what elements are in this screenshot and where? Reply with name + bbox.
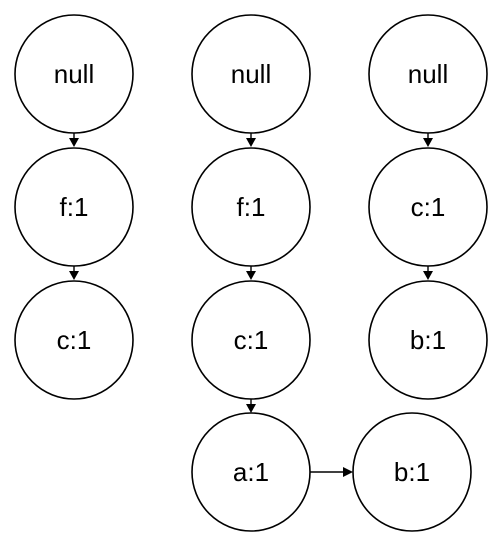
node-col1-row3: c:1 <box>14 280 134 400</box>
nodes: null f:1 c:1 null f:1 c:1 <box>14 14 488 532</box>
node-label: null <box>231 59 271 89</box>
node-col3-row2: c:1 <box>368 147 488 267</box>
node-col2-row3: c:1 <box>191 280 311 400</box>
node-label: b:1 <box>410 325 446 355</box>
node-col1-row1: null <box>14 14 134 134</box>
node-label: b:1 <box>394 457 430 487</box>
node-label: c:1 <box>234 325 269 355</box>
edge-col3-null-to-c <box>423 133 433 147</box>
node-label: c:1 <box>57 325 92 355</box>
node-label: null <box>408 59 448 89</box>
node-label: c:1 <box>411 192 446 222</box>
node-label: f:1 <box>237 192 266 222</box>
node-col2-row1: null <box>191 14 311 134</box>
edges <box>69 133 433 477</box>
edge-col3-c-to-b <box>423 266 433 280</box>
node-col2-row2: f:1 <box>191 147 311 267</box>
edge-col2-null-to-f <box>246 133 256 147</box>
node-label: null <box>54 59 94 89</box>
node-col2-row4: a:1 <box>191 412 311 532</box>
edge-col1-null-to-f <box>69 133 79 147</box>
edge-col2-c-to-a <box>246 399 256 413</box>
node-col3-row3: b:1 <box>368 280 488 400</box>
edge-col2-f-to-c <box>246 266 256 280</box>
node-col2-side: b:1 <box>352 412 472 532</box>
node-col1-row2: f:1 <box>14 147 134 267</box>
node-label: a:1 <box>233 457 269 487</box>
edge-col1-f-to-c <box>69 266 79 280</box>
edge-col2-a-to-b <box>310 467 353 477</box>
node-label: f:1 <box>60 192 89 222</box>
node-col3-row1: null <box>368 14 488 134</box>
